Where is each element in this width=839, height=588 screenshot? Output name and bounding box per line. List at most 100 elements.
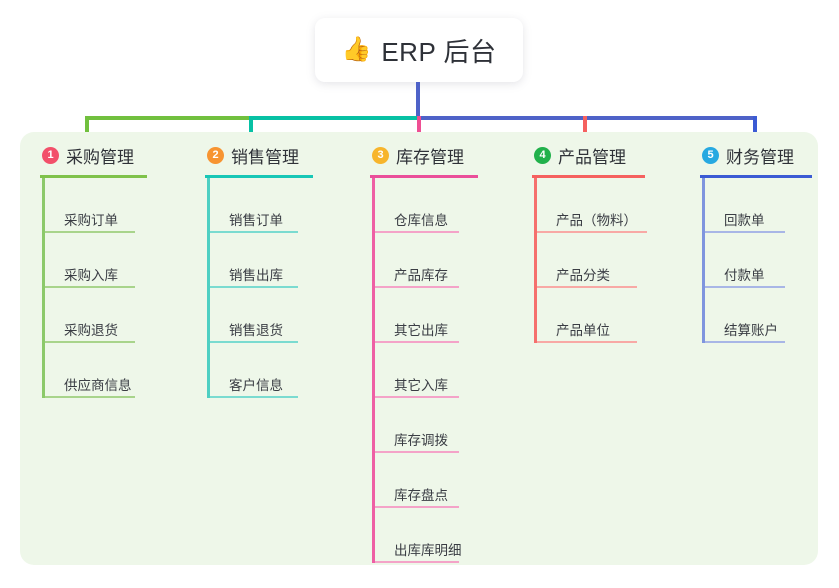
connector-bar-green bbox=[85, 116, 251, 120]
leaf-node-label: 库存调拨 bbox=[394, 433, 448, 448]
branch-column-2: 2 销售管理 销售订单销售出库销售退货客户信息 bbox=[205, 142, 355, 398]
branch-title-2: 销售管理 bbox=[231, 147, 299, 167]
leaf-node-label: 采购退货 bbox=[64, 323, 118, 338]
leaf-node-rule bbox=[210, 231, 298, 233]
leaf-node-rule bbox=[45, 231, 135, 233]
leaf-node[interactable]: 其它入库 bbox=[370, 343, 520, 398]
leaf-node[interactable]: 客户信息 bbox=[205, 343, 355, 398]
leaf-node[interactable]: 销售订单 bbox=[205, 178, 355, 233]
branch-header-4[interactable]: 4 产品管理 bbox=[532, 142, 692, 168]
leaf-node-rule bbox=[45, 286, 135, 288]
branch-spine-3 bbox=[372, 178, 375, 563]
leaf-node[interactable]: 其它出库 bbox=[370, 288, 520, 343]
branch-badge-2: 2 bbox=[207, 146, 224, 164]
leaf-node-label: 采购入库 bbox=[64, 268, 118, 283]
branch-badge-1: 1 bbox=[42, 146, 59, 164]
thumbs-up-icon: 👍 bbox=[341, 36, 372, 63]
leaf-node[interactable]: 库存调拨 bbox=[370, 398, 520, 453]
leaf-node-label: 产品单位 bbox=[556, 323, 610, 338]
leaf-node-rule bbox=[537, 341, 637, 343]
branch-spine-2 bbox=[207, 178, 210, 398]
branch-column-4: 4 产品管理 产品（物料） 产品分类产品单位 bbox=[532, 142, 692, 343]
branch-items-1: 采购订单采购入库采购退货供应商信息 bbox=[40, 178, 190, 398]
leaf-node-label: 其它入库 bbox=[394, 378, 448, 393]
branch-header-2[interactable]: 2 销售管理 bbox=[205, 142, 355, 168]
leaf-node-rule bbox=[45, 396, 135, 398]
leaf-node[interactable]: 出库库明细 bbox=[370, 508, 520, 563]
branch-title-4: 产品管理 bbox=[558, 147, 626, 167]
leaf-node[interactable]: 回款单 bbox=[700, 178, 830, 233]
branch-badge-4: 4 bbox=[534, 146, 551, 164]
leaf-node-label: 产品库存 bbox=[394, 268, 448, 283]
root-node-card[interactable]: 👍 ERP 后台 bbox=[315, 18, 523, 82]
branch-header-3[interactable]: 3 库存管理 bbox=[370, 142, 520, 168]
branch-header-1[interactable]: 1 采购管理 bbox=[40, 142, 190, 168]
branch-items-3: 仓库信息产品库存其它出库其它入库库存调拨库存盘点出库库明细 bbox=[370, 178, 520, 563]
branch-spine-4 bbox=[534, 178, 537, 343]
leaf-node-rule bbox=[210, 341, 298, 343]
branch-column-5: 5 财务管理 回款单付款单结算账户 bbox=[700, 142, 830, 343]
leaf-node-label: 产品分类 bbox=[556, 268, 610, 283]
leaf-node[interactable]: 产品（物料） bbox=[532, 178, 692, 233]
leaf-node-label: 结算账户 bbox=[724, 323, 778, 338]
leaf-node[interactable]: 销售退货 bbox=[205, 288, 355, 343]
leaf-node-rule bbox=[375, 561, 459, 563]
branch-rule-3 bbox=[370, 175, 478, 178]
branch-spine-1 bbox=[42, 178, 45, 398]
leaf-node[interactable]: 仓库信息 bbox=[370, 178, 520, 233]
leaf-node[interactable]: 付款单 bbox=[700, 233, 830, 288]
leaf-node[interactable]: 结算账户 bbox=[700, 288, 830, 343]
branch-rule-5 bbox=[700, 175, 812, 178]
leaf-node-label: 客户信息 bbox=[229, 378, 283, 393]
branch-items-4: 产品（物料） 产品分类产品单位 bbox=[532, 178, 692, 343]
leaf-node-rule bbox=[375, 286, 459, 288]
leaf-node-rule bbox=[375, 451, 459, 453]
leaf-node[interactable]: 采购入库 bbox=[40, 233, 190, 288]
branch-items-2: 销售订单销售出库销售退货客户信息 bbox=[205, 178, 355, 398]
root-node-title: ERP 后台 bbox=[381, 36, 497, 67]
connector-bar-blue bbox=[418, 116, 757, 120]
leaf-node-rule bbox=[375, 231, 459, 233]
leaf-node-rule bbox=[375, 506, 459, 508]
branch-column-1: 1 采购管理 采购订单采购入库采购退货供应商信息 bbox=[40, 142, 190, 398]
leaf-node-rule bbox=[375, 396, 459, 398]
leaf-node[interactable]: 采购订单 bbox=[40, 178, 190, 233]
leaf-node-label: 付款单 bbox=[724, 268, 765, 283]
leaf-node-rule bbox=[705, 341, 785, 343]
branch-badge-3: 3 bbox=[372, 146, 389, 164]
leaf-node-rule bbox=[210, 396, 298, 398]
leaf-node-rule bbox=[45, 341, 135, 343]
leaf-node-rule bbox=[705, 286, 785, 288]
leaf-node[interactable]: 产品分类 bbox=[532, 233, 692, 288]
diagram-panel bbox=[20, 132, 818, 565]
leaf-node-label: 供应商信息 bbox=[64, 378, 132, 393]
leaf-node-label: 仓库信息 bbox=[394, 213, 448, 228]
leaf-node[interactable]: 供应商信息 bbox=[40, 343, 190, 398]
leaf-node-label: 采购订单 bbox=[64, 213, 118, 228]
leaf-node[interactable]: 产品单位 bbox=[532, 288, 692, 343]
leaf-node-label: 销售出库 bbox=[229, 268, 283, 283]
leaf-node-rule bbox=[375, 341, 459, 343]
branch-items-5: 回款单付款单结算账户 bbox=[700, 178, 830, 343]
leaf-node-rule bbox=[705, 231, 785, 233]
connector-root-stem bbox=[416, 82, 420, 118]
leaf-node-rule bbox=[537, 286, 637, 288]
leaf-node-label: 出库库明细 bbox=[394, 543, 462, 558]
leaf-node[interactable]: 产品库存 bbox=[370, 233, 520, 288]
leaf-node[interactable]: 库存盘点 bbox=[370, 453, 520, 508]
branch-rule-2 bbox=[205, 175, 313, 178]
branch-spine-5 bbox=[702, 178, 705, 343]
leaf-node-label: 销售退货 bbox=[229, 323, 283, 338]
branch-header-5[interactable]: 5 财务管理 bbox=[700, 142, 830, 168]
leaf-node-label: 回款单 bbox=[724, 213, 765, 228]
leaf-node-label: 产品（物料） bbox=[556, 213, 637, 228]
connector-bar-teal bbox=[249, 116, 420, 120]
leaf-node[interactable]: 采购退货 bbox=[40, 288, 190, 343]
leaf-node-rule bbox=[537, 231, 647, 233]
branch-title-1: 采购管理 bbox=[66, 147, 134, 167]
leaf-node[interactable]: 销售出库 bbox=[205, 233, 355, 288]
leaf-node-label: 销售订单 bbox=[229, 213, 283, 228]
branch-rule-4 bbox=[532, 175, 645, 178]
branch-title-5: 财务管理 bbox=[726, 147, 794, 167]
leaf-node-rule bbox=[210, 286, 298, 288]
